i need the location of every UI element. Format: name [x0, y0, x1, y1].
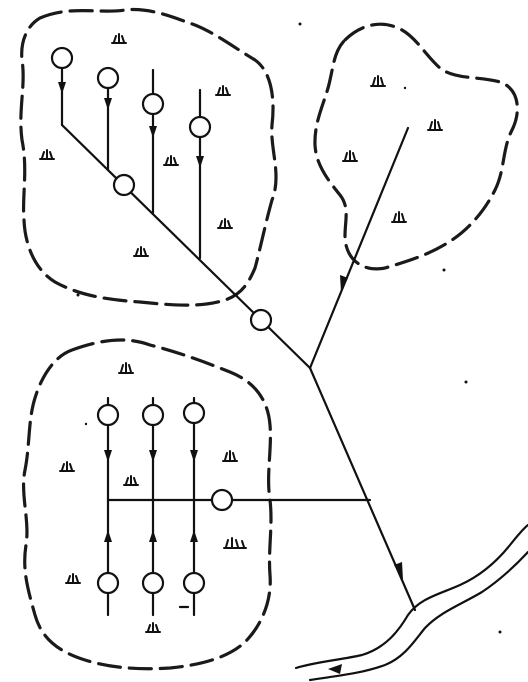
upper-right-drain [308, 126, 410, 370]
field-boundary-lower-left [21, 338, 273, 671]
well-lower-header [210, 488, 234, 512]
grass-icon [427, 119, 443, 131]
well-lower-top-2 [141, 403, 165, 427]
river-bank-upper [294, 523, 528, 670]
grass-icon [123, 475, 139, 486]
grass-icon [145, 622, 161, 633]
grass-icon [223, 537, 247, 549]
field-boundary-upper-right [313, 22, 519, 271]
grass-icon [65, 573, 81, 584]
arrow-lower-top-2 [149, 450, 157, 462]
grass-icon [111, 33, 127, 44]
river-bank-lower [308, 550, 528, 682]
well-trunk [249, 308, 273, 332]
arrow-upper-lateral-2 [104, 98, 112, 110]
grass-icon [163, 155, 179, 166]
well-lower-top-3 [182, 401, 206, 425]
grass-icon [222, 450, 238, 462]
grass-icon [370, 75, 386, 87]
well-upper-4 [188, 115, 212, 139]
grass-icon [342, 150, 358, 162]
upper-main-collector [60, 123, 312, 370]
grass-icon [39, 149, 55, 160]
well-lower-bottom-3 [182, 571, 206, 595]
arrow-lower-bottom-3 [190, 530, 198, 542]
arrow-upper-lateral-1 [58, 82, 66, 94]
arrow-main-trunk [394, 562, 403, 580]
grass-icon [133, 246, 149, 257]
field-boundary-upper-left [19, 7, 278, 307]
arrow-lower-top-3 [190, 450, 198, 462]
well-upper-collector [112, 173, 136, 197]
grass-icon [391, 211, 407, 223]
arrow-lower-bottom-2 [149, 530, 157, 542]
specks [76, 22, 502, 634]
grass-icon [118, 362, 134, 374]
well-upper-1 [50, 46, 74, 70]
well-upper-2 [96, 66, 120, 90]
well-lower-bottom-2 [141, 571, 165, 595]
arrow-river-flow [328, 664, 342, 674]
well-lower-top-1 [96, 403, 120, 427]
well-upper-3 [141, 92, 165, 116]
grass-marks [39, 33, 443, 633]
grass-icon [215, 85, 231, 96]
well-lower-bottom-1 [96, 571, 120, 595]
arrow-upper-lateral-3 [149, 126, 157, 138]
arrow-upper-lateral-4 [196, 156, 204, 168]
arrow-lower-top-1 [104, 450, 112, 462]
grass-icon [59, 461, 75, 472]
arrow-lower-bottom-1 [104, 530, 112, 542]
grass-icon [217, 218, 233, 229]
arrow-upper-right-drain [340, 275, 348, 292]
